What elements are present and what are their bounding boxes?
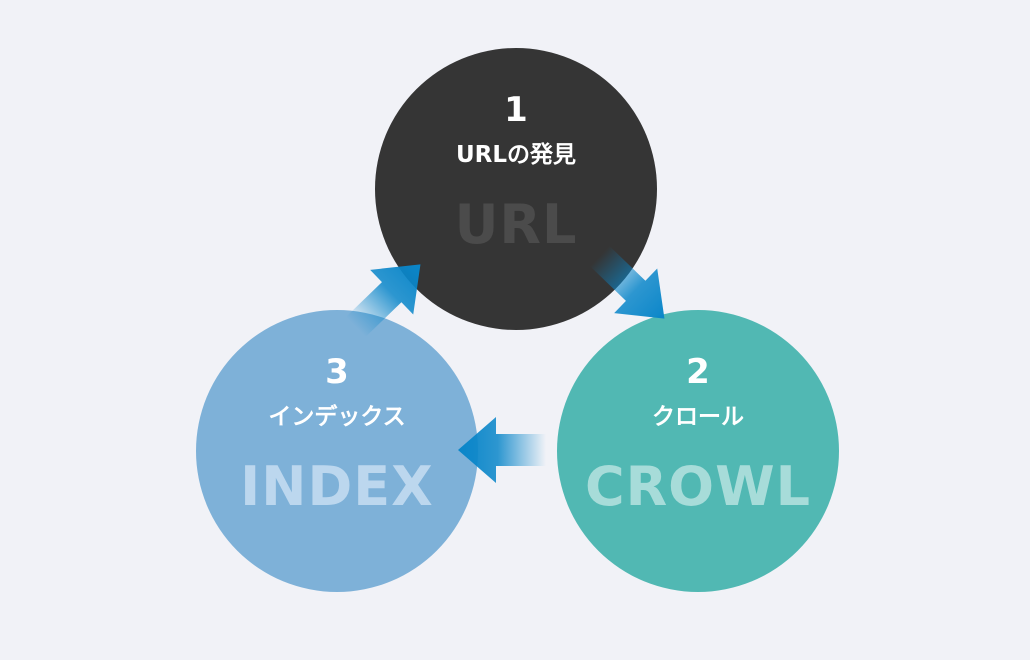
arrow-up-right-icon xyxy=(345,264,421,337)
arrow-left-icon xyxy=(458,417,546,483)
step-keyword: URL xyxy=(454,193,578,256)
step-keyword: CROWL xyxy=(584,455,812,518)
step-label: インデックス xyxy=(268,404,406,430)
step-url-discovery-circle: 1 URLの発見 URL xyxy=(375,48,657,330)
step-label: クロール xyxy=(652,404,744,430)
step-label: URLの発見 xyxy=(455,142,577,168)
step-keyword: INDEX xyxy=(240,455,434,518)
step-number: 3 xyxy=(325,352,349,392)
step-number: 2 xyxy=(686,352,710,392)
arrow-right-down-icon xyxy=(589,246,665,319)
step-number: 1 xyxy=(504,90,528,130)
step-crawl-circle: 2 クロール CROWL xyxy=(557,310,839,592)
step-index-circle: 3 インデックス INDEX xyxy=(196,310,478,592)
